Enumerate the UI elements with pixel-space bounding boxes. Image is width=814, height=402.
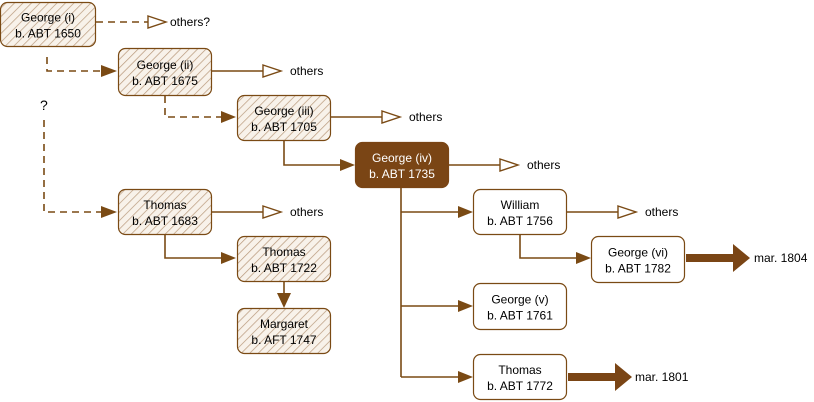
person-birth: b. ABT 1756 [487,214,553,228]
person-node-george-vi: George (vi) b. ABT 1782 [590,235,686,284]
person-name: Margaret [260,317,309,331]
person-node-thomas-1722: Thomas b. ABT 1722 [236,235,332,283]
others-label: others [409,110,442,124]
person-name: George (iv) [372,151,432,165]
person-node-george-i: George (i) b. ABT 1650 [0,1,97,48]
arrowhead [101,206,117,218]
arrowhead [340,159,355,171]
arrowhead [576,252,591,264]
marriage-label: mar. 1804 [754,251,808,265]
person-node-thomas-1772: Thomas b. ABT 1772 [472,353,568,401]
others-label: others [290,64,323,78]
person-birth: b. ABT 1683 [132,214,198,228]
person-box [590,235,686,284]
person-box [472,353,568,401]
person-node-thomas-1683: Thomas b. ABT 1683 [117,188,213,236]
person-birth: b. ABT 1782 [605,262,671,276]
others-arrow-icon [262,64,284,78]
person-birth: b. ABT 1761 [487,309,553,323]
others-arrow-icon [499,158,521,172]
marriage-label: mar. 1801 [635,370,689,384]
person-name: George (ii) [137,58,194,72]
arrowhead [221,111,236,123]
person-node-william: William b. ABT 1756 [472,188,568,236]
person-box [0,1,97,48]
person-name: George (v) [491,293,548,307]
person-name: William [501,198,540,212]
person-box [472,188,568,236]
person-name: George (vi) [608,246,668,260]
connector-george-iii-to-george-iv [283,141,340,166]
arrowhead [221,252,236,264]
person-box [354,141,450,189]
person-birth: b. ABT 1722 [251,261,317,275]
person-birth: b. AFT 1747 [251,333,316,347]
person-box [472,282,568,331]
others-label: others [527,158,560,172]
person-box [236,235,332,283]
person-node-george-ii: George (ii) b. ABT 1675 [117,47,213,97]
person-birth: b. ABT 1735 [369,167,435,181]
marriage-arrow-icon [686,244,750,272]
others-label: others [645,205,678,219]
person-birth: b. ABT 1675 [132,74,198,88]
others-arrow-icon [262,205,284,219]
person-node-margaret: Margaret b. AFT 1747 [236,307,332,355]
connector-thomas-1683-to-thomas-1722 [164,235,221,259]
others-label: others [290,205,323,219]
arrowhead [101,65,117,77]
person-name: Thomas [498,363,541,377]
person-node-george-v: George (v) b. ABT 1761 [472,282,568,331]
connector-william-to-george-vi [519,235,576,259]
others-arrow-icon [617,205,639,219]
others-label: others? [170,15,210,29]
person-name: George (i) [21,11,75,25]
connector-george-ii-to-george-iii [164,96,221,118]
person-name: George (iii) [254,104,313,118]
person-box [236,94,332,142]
person-box [236,307,332,355]
person-box [117,188,213,236]
connector-george-i-to-george-ii [46,57,101,72]
unknown-parent-label: ? [40,97,48,113]
connector-unknown-to-thomas-1683 [43,120,101,213]
arrowhead [277,293,291,308]
person-node-george-iii: George (iii) b. ABT 1705 [236,94,332,142]
person-box [117,47,213,97]
arrowhead [458,300,473,312]
person-name: Thomas [262,245,305,259]
person-name: Thomas [143,198,186,212]
arrowhead [458,206,473,218]
marriage-arrow-icon [568,363,632,391]
arrowhead [458,371,473,383]
person-birth: b. ABT 1650 [15,27,81,41]
others-arrow-icon [147,15,169,29]
person-birth: b. ABT 1705 [251,120,317,134]
others-arrow-icon [381,110,403,124]
person-node-george-iv: George (iv) b. ABT 1735 [354,141,450,189]
person-birth: b. ABT 1772 [487,379,553,393]
